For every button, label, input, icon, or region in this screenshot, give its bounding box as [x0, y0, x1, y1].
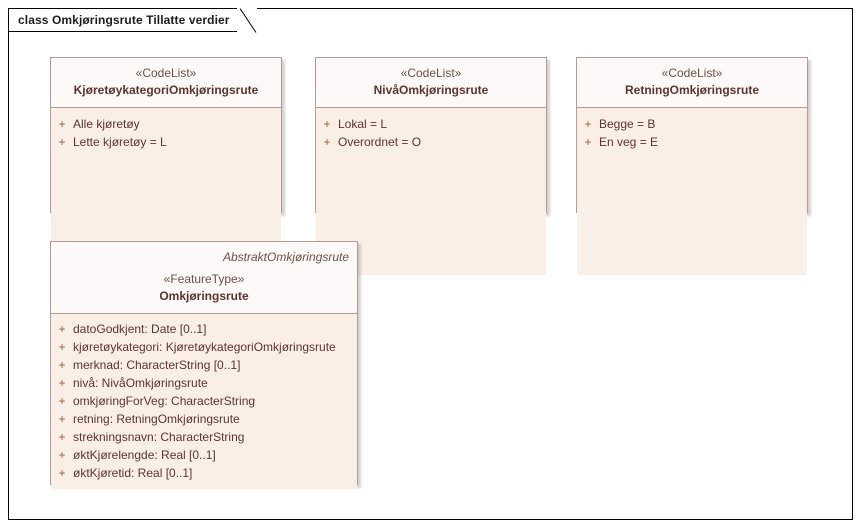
class-stereotype: «CodeList»: [661, 66, 723, 80]
attribute-signature: En veg = E: [599, 135, 659, 149]
visibility-marker: +: [58, 448, 66, 462]
class-box-omkjoringsrute[interactable]: AbstraktOmkjøringsrute «FeatureType» Omk…: [50, 241, 358, 489]
class-header: «CodeList» RetningOmkjøringsrute: [577, 58, 807, 108]
visibility-marker: +: [58, 340, 66, 354]
class-name: KjøretøykategoriOmkjøringsrute: [73, 83, 259, 97]
diagram-title-tab: class Omkjøringsrute Tillatte verdier: [8, 8, 238, 32]
attribute-signature: nivå: NivåOmkjøringsrute: [73, 376, 208, 390]
list-item: + Begge = B: [577, 115, 807, 133]
visibility-marker: +: [323, 117, 331, 131]
visibility-marker: +: [58, 466, 66, 480]
visibility-marker: +: [58, 412, 66, 426]
attribute-signature: øktKjørelengde: Real [0..1]: [73, 448, 216, 462]
list-item: + strekningsnavn: CharacterString: [51, 428, 357, 446]
visibility-marker: +: [58, 376, 66, 390]
attribute-signature: Begge = B: [599, 117, 656, 131]
list-item: + En veg = E: [577, 133, 807, 151]
list-item: + øktKjøretid: Real [0..1]: [51, 464, 357, 482]
class-stereotype: «FeatureType»: [163, 272, 245, 286]
attribute-signature: Overordnet = O: [338, 135, 422, 149]
class-attribute-list: + Begge = B + En veg = E: [577, 108, 807, 275]
class-name: NivåOmkjøringsrute: [373, 83, 489, 97]
class-header: «CodeList» KjøretøykategoriOmkjøringsrut…: [51, 58, 281, 108]
list-item: + Lokal = L: [316, 115, 546, 133]
attribute-signature: datoGodkjent: Date [0..1]: [73, 322, 207, 336]
class-header: «CodeList» NivåOmkjøringsrute: [316, 58, 546, 108]
list-item: + merknad: CharacterString [0..1]: [51, 356, 357, 374]
visibility-marker: +: [584, 117, 592, 131]
list-item: + Alle kjøretøy: [51, 115, 281, 133]
visibility-marker: +: [323, 135, 331, 149]
attribute-signature: kjøretøykategori: KjøretøykategoriOmkjør…: [73, 340, 336, 354]
list-item: + retning: RetningOmkjøringsrute: [51, 410, 357, 428]
list-item: + Overordnet = O: [316, 133, 546, 151]
class-name: RetningOmkjøringsrute: [624, 83, 759, 97]
diagram-title-label: class Omkjøringsrute Tillatte verdier: [18, 13, 230, 27]
class-qualifier: AbstraktOmkjøringsrute: [222, 250, 349, 264]
class-stereotype: «CodeList»: [400, 66, 462, 80]
class-box-nivaomkjoringsrute[interactable]: «CodeList» NivåOmkjøringsrute + Lokal = …: [315, 57, 547, 275]
attribute-signature: strekningsnavn: CharacterString: [73, 430, 245, 444]
list-item: + Lette kjøretøy = L: [51, 133, 281, 151]
class-stereotype: «CodeList»: [135, 66, 197, 80]
attribute-signature: retning: RetningOmkjøringsrute: [73, 412, 240, 426]
list-item: + øktKjørelengde: Real [0..1]: [51, 446, 357, 464]
attribute-signature: Alle kjøretøy: [73, 117, 140, 131]
list-item: + nivå: NivåOmkjøringsrute: [51, 374, 357, 392]
class-name: Omkjøringsrute: [159, 289, 249, 303]
visibility-marker: +: [58, 117, 66, 131]
class-box-retningomkjoringsrute[interactable]: «CodeList» RetningOmkjøringsrute + Begge…: [576, 57, 808, 275]
attribute-signature: omkjøringForVeg: CharacterString: [73, 394, 256, 408]
visibility-marker: +: [58, 358, 66, 372]
visibility-marker: +: [58, 394, 66, 408]
class-box-kjoretoykategoriomkjoringsrute[interactable]: «CodeList» KjøretøykategoriOmkjøringsrut…: [50, 57, 282, 275]
class-attribute-list: + datoGodkjent: Date [0..1] + kjøretøyka…: [51, 314, 357, 489]
attribute-signature: øktKjøretid: Real [0..1]: [73, 466, 193, 480]
list-item: + datoGodkjent: Date [0..1]: [51, 320, 357, 338]
visibility-marker: +: [58, 322, 66, 336]
list-item: + kjøretøykategori: KjøretøykategoriOmkj…: [51, 338, 357, 356]
attribute-signature: merknad: CharacterString [0..1]: [73, 358, 241, 372]
attribute-signature: Lokal = L: [338, 117, 388, 131]
attribute-signature: Lette kjøretøy = L: [73, 135, 167, 149]
class-header: AbstraktOmkjøringsrute «FeatureType» Omk…: [51, 242, 357, 314]
visibility-marker: +: [58, 135, 66, 149]
visibility-marker: +: [584, 135, 592, 149]
list-item: + omkjøringForVeg: CharacterString: [51, 392, 357, 410]
visibility-marker: +: [58, 430, 66, 444]
